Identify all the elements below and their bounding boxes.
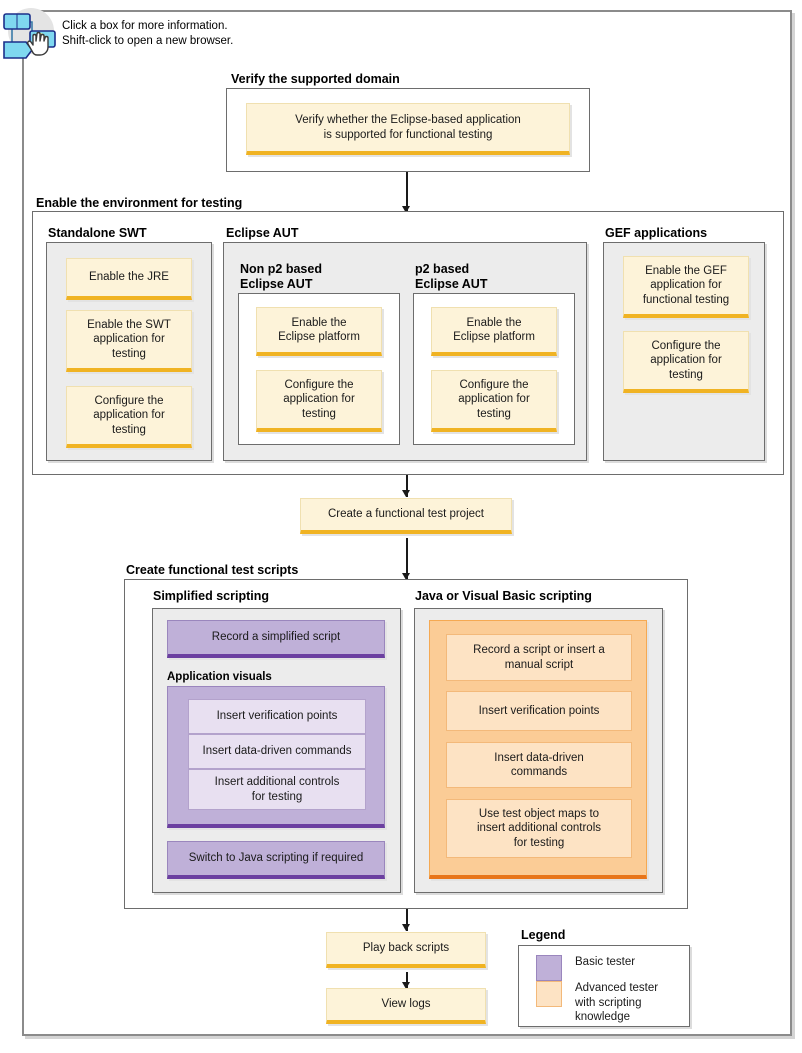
node-p2-enable-eclipse-platform-label: Enable the Eclipse platform: [453, 316, 535, 344]
node-enable-jre-label: Enable the JRE: [89, 271, 169, 284]
section-title-verify-domain: Verify the supported domain: [231, 72, 400, 86]
subpanel-java-vb-steps: Record a script or insert a manual scrip…: [429, 620, 647, 879]
node-configure-gef-application-label: Configure the application for testing: [650, 339, 722, 381]
node-verify-supported-label: Verify whether the Eclipse-based applica…: [295, 114, 521, 141]
connector-verify-to-enable: [406, 172, 408, 213]
node-record-or-insert-manual-script-label: Record a script or insert a manual scrip…: [473, 644, 605, 671]
panel-title-java-vb-scripting: Java or Visual Basic scripting: [415, 589, 592, 603]
node-insert-additional-controls-simplified-label: Insert additional controls for testing: [214, 776, 340, 803]
node-insert-data-driven-commands-java-label: Insert data-driven commands: [494, 751, 584, 779]
node-configure-swt-application-label: Configure the application for testing: [93, 394, 165, 436]
node-switch-to-java-scripting-label: Switch to Java scripting if required: [188, 852, 364, 865]
arrowhead-playback-to-viewlogs: [401, 982, 410, 989]
node-insert-verification-points-simplified[interactable]: Insert verification points: [188, 699, 366, 734]
legend-swatch-basic-tester: [536, 955, 562, 981]
panel-title-standalone-swt: Standalone SWT: [48, 226, 147, 240]
arrowhead-enable-to-project: [401, 490, 410, 497]
node-insert-verification-points-simplified-label: Insert verification points: [216, 710, 338, 723]
panel-title-gef-applications: GEF applications: [605, 226, 708, 240]
arrowhead-scripts-to-playback: [401, 924, 410, 931]
node-p2-configure-application[interactable]: Configure the application for testing: [431, 370, 557, 432]
node-create-functional-test-project[interactable]: Create a functional test project: [300, 498, 512, 534]
node-view-logs-label: View logs: [381, 998, 431, 1011]
hint-text: Click a box for more information. Shift-…: [62, 20, 234, 47]
node-nonp2-configure-application[interactable]: Configure the application for testing: [256, 370, 382, 432]
section-title-enable-environment: Enable the environment for testing: [36, 196, 243, 210]
node-play-back-scripts-label: Play back scripts: [362, 942, 450, 955]
node-insert-data-driven-commands-simplified[interactable]: Insert data-driven commands: [188, 734, 366, 769]
node-insert-data-driven-commands-simplified-label: Insert data-driven commands: [202, 745, 352, 758]
node-enable-gef-application-label: Enable the GEF application for functiona…: [642, 264, 730, 306]
arrowhead-project-to-scripts: [401, 573, 410, 580]
legend-item-advanced-tester: Advanced tester with scripting knowledge: [536, 981, 658, 1025]
node-verify-supported[interactable]: Verify whether the Eclipse-based applica…: [246, 103, 570, 155]
subpanel-application-visuals: Insert verification points Insert data-d…: [167, 686, 385, 828]
node-record-simplified-script-label: Record a simplified script: [211, 631, 341, 644]
node-create-functional-test-project-label: Create a functional test project: [328, 508, 484, 521]
node-record-or-insert-manual-script[interactable]: Record a script or insert a manual scrip…: [446, 634, 632, 681]
panel-title-simplified-scripting: Simplified scripting: [153, 589, 269, 603]
node-nonp2-enable-eclipse-platform[interactable]: Enable the Eclipse platform: [256, 307, 382, 356]
panel-title-p2-eclipse-aut: p2 based Eclipse AUT: [415, 262, 488, 291]
node-play-back-scripts[interactable]: Play back scripts: [326, 932, 486, 968]
node-enable-swt-application-label: Enable the SWT application for testing: [87, 318, 171, 360]
node-use-test-object-maps-label: Use test object maps to insert additiona…: [476, 807, 601, 849]
node-nonp2-configure-application-label: Configure the application for testing: [283, 378, 355, 420]
node-enable-jre[interactable]: Enable the JRE: [66, 258, 192, 300]
subpanel-title-application-visuals: Application visuals: [167, 671, 272, 683]
connector-project-to-scripts: [406, 538, 408, 580]
panel-title-eclipse-aut: Eclipse AUT: [226, 226, 299, 240]
panel-title-non-p2-eclipse-aut: Non p2 based Eclipse AUT: [240, 262, 322, 291]
connector-playback-to-viewlogs: [406, 972, 408, 988]
legend-swatch-advanced-tester: [536, 981, 562, 1007]
node-p2-configure-application-label: Configure the application for testing: [458, 378, 530, 420]
legend-label-basic-tester: Basic tester: [575, 956, 636, 968]
connector-enable-to-project: [406, 475, 408, 497]
legend-label-advanced-tester: Advanced tester with scripting knowledge: [575, 982, 659, 1023]
node-enable-gef-application[interactable]: Enable the GEF application for functiona…: [623, 256, 749, 318]
section-title-create-test-scripts: Create functional test scripts: [126, 563, 299, 577]
legend-item-basic-tester: Basic tester: [536, 955, 635, 981]
node-switch-to-java-scripting[interactable]: Switch to Java scripting if required: [167, 841, 385, 879]
diagram-click-cursor-icon: [2, 6, 58, 60]
arrowhead-verify-to-enable: [401, 206, 410, 213]
node-insert-data-driven-commands-java[interactable]: Insert data-driven commands: [446, 742, 632, 788]
node-p2-enable-eclipse-platform[interactable]: Enable the Eclipse platform: [431, 307, 557, 356]
connector-scripts-to-playback: [406, 909, 408, 931]
node-view-logs[interactable]: View logs: [326, 988, 486, 1024]
node-record-simplified-script[interactable]: Record a simplified script: [167, 620, 385, 658]
node-enable-swt-application[interactable]: Enable the SWT application for testing: [66, 310, 192, 372]
node-configure-gef-application[interactable]: Configure the application for testing: [623, 331, 749, 393]
node-insert-verification-points-java-label: Insert verification points: [478, 704, 600, 717]
node-insert-verification-points-java[interactable]: Insert verification points: [446, 691, 632, 731]
node-use-test-object-maps[interactable]: Use test object maps to insert additiona…: [446, 799, 632, 858]
node-insert-additional-controls-simplified[interactable]: Insert additional controls for testing: [188, 769, 366, 810]
legend-title: Legend: [521, 928, 566, 942]
node-configure-swt-application[interactable]: Configure the application for testing: [66, 386, 192, 448]
node-nonp2-enable-eclipse-platform-label: Enable the Eclipse platform: [278, 316, 360, 344]
